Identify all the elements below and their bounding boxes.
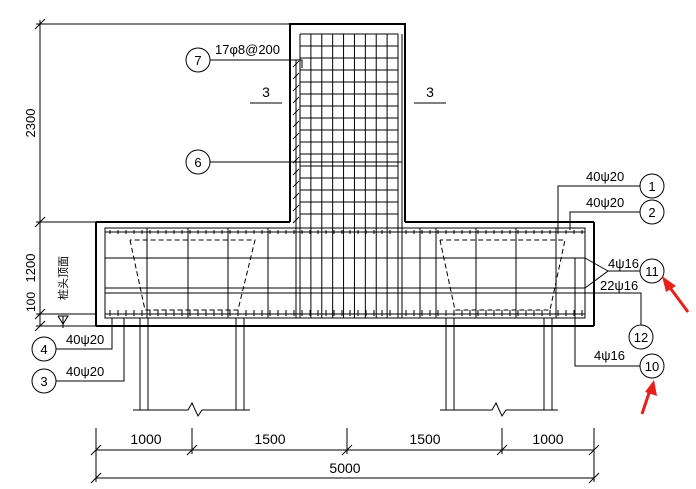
pile-3 bbox=[445, 318, 455, 410]
callout-4-number: 4 bbox=[40, 342, 47, 357]
dim-embed: 100 bbox=[24, 292, 38, 312]
column-rebar-grid bbox=[292, 33, 403, 318]
pile-top-marker: 桩头顶面 bbox=[56, 256, 70, 328]
callout-2: 2 40ψ20 bbox=[569, 195, 665, 230]
section-mark-right-label: 3 bbox=[426, 84, 434, 100]
dim-col-height: 2300 bbox=[23, 109, 38, 138]
callout-1-number: 1 bbox=[648, 179, 655, 194]
pile-break-lines bbox=[133, 401, 558, 418]
callout-12-number: 12 bbox=[634, 330, 648, 345]
rebar-2-label: 40ψ20 bbox=[586, 195, 624, 210]
callout-3: 3 40ψ20 bbox=[31, 318, 125, 394]
section-mark-left-label: 3 bbox=[262, 84, 270, 100]
callout-6: 6 bbox=[185, 149, 402, 175]
rebar-11-label: 4ψ16 bbox=[608, 256, 639, 271]
callout-2-number: 2 bbox=[648, 205, 655, 220]
callout-3-number: 3 bbox=[40, 374, 47, 389]
rebar-7-label: 17φ8@200 bbox=[215, 42, 280, 57]
vertical-dimensions: 2300 1200 100 bbox=[23, 18, 290, 332]
callout-12: 12 22ψ16 bbox=[585, 278, 654, 350]
callout-1: 1 40ψ20 bbox=[557, 169, 665, 230]
rebar-1-label: 40ψ20 bbox=[586, 169, 624, 184]
punching-cone-left bbox=[129, 239, 256, 311]
rebar-3-label: 40ψ20 bbox=[66, 364, 104, 379]
section-mark-left: 3 bbox=[250, 84, 282, 104]
dim-cap-height: 1200 bbox=[23, 254, 38, 283]
pile-top-label: 桩头顶面 bbox=[56, 256, 70, 300]
pile-4 bbox=[543, 318, 553, 410]
callout-7-number: 7 bbox=[194, 53, 201, 68]
dim-seg-4: 1000 bbox=[532, 431, 563, 447]
dim-total: 5000 bbox=[329, 460, 360, 476]
callout-6-number: 6 bbox=[194, 155, 201, 170]
column-outline bbox=[289, 23, 406, 222]
red-arrow-callout-10 bbox=[640, 380, 657, 415]
dim-seg-3: 1500 bbox=[409, 431, 440, 447]
callout-11: 11 4ψ16 bbox=[584, 256, 665, 289]
dim-seg-2: 1500 bbox=[254, 431, 285, 447]
pile-2 bbox=[235, 318, 245, 410]
horizontal-dimensions: 1000 1500 1500 1000 5000 bbox=[90, 428, 600, 484]
callout-10: 10 4ψ16 bbox=[574, 258, 665, 379]
dim-seg-1: 1000 bbox=[130, 431, 161, 447]
punching-cone-right bbox=[439, 239, 566, 311]
section-mark-right: 3 bbox=[414, 84, 446, 104]
rebar-12-label: 22ψ16 bbox=[600, 278, 638, 293]
callout-11-number: 11 bbox=[645, 264, 659, 279]
callout-10-number: 10 bbox=[645, 359, 659, 374]
rebar-4-label: 40ψ20 bbox=[66, 332, 104, 347]
callout-4: 4 40ψ20 bbox=[31, 318, 113, 362]
pile-1 bbox=[139, 318, 149, 410]
red-arrow-callout-11 bbox=[662, 276, 690, 313]
cap-stirrups bbox=[104, 228, 586, 318]
callout-7: 7 17φ8@200 bbox=[185, 42, 303, 73]
rebar-10-label: 4ψ16 bbox=[594, 348, 625, 363]
